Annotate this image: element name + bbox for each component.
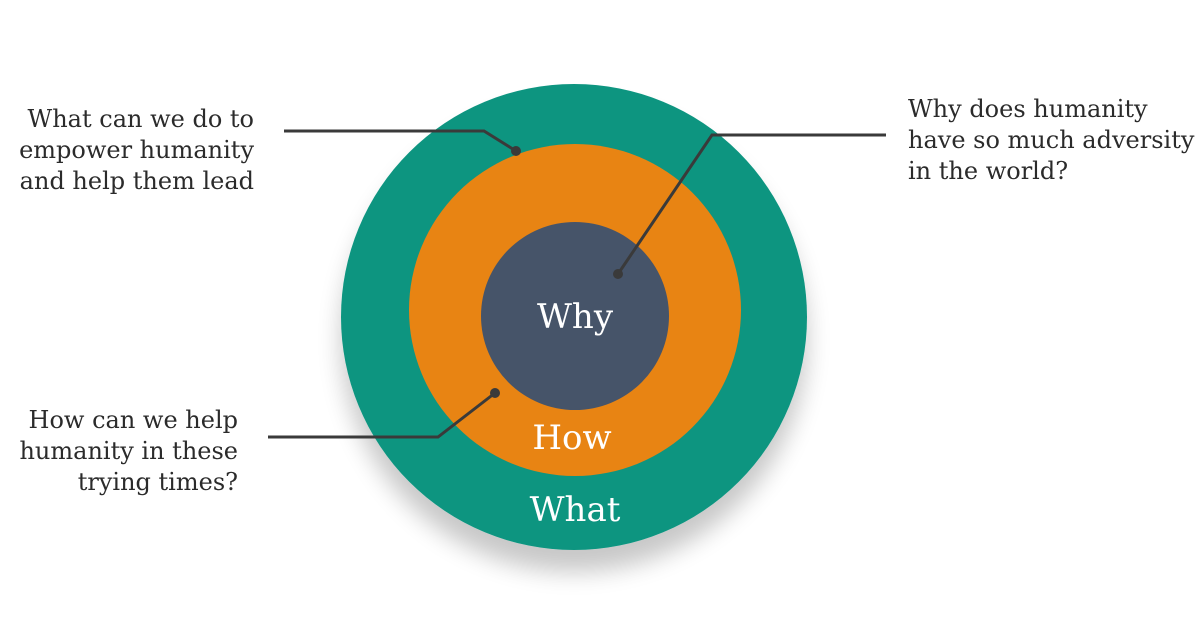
callout-what-line: and help them lead	[19, 167, 254, 195]
inner-label-why: Why	[537, 297, 614, 337]
leader-dot-what	[511, 146, 521, 156]
callout-how-line: humanity in these	[19, 437, 238, 465]
callout-why-line: in the world?	[908, 157, 1069, 185]
leader-line-why	[616, 133, 886, 275]
leader-dot-why	[613, 269, 623, 279]
callout-what: What can we do to empower humanity and h…	[19, 104, 254, 197]
callout-what-line: empower humanity	[19, 136, 254, 164]
middle-label-how: How	[532, 418, 611, 458]
callout-how-line: trying times?	[77, 468, 238, 496]
callout-how: How can we help humanity in these trying…	[19, 405, 238, 498]
callout-why-line: Why does humanity	[908, 95, 1148, 123]
outer-label-what: What	[530, 490, 621, 530]
callout-why: Why does humanity have so much adversity…	[908, 94, 1194, 187]
leader-dot-how	[490, 388, 500, 398]
leader-line-what	[284, 129, 517, 153]
callout-how-line: How can we help	[28, 406, 238, 434]
leader-line-how	[268, 391, 496, 439]
callout-what-line: What can we do to	[27, 105, 254, 133]
callout-why-line: have so much adversity	[908, 126, 1195, 154]
